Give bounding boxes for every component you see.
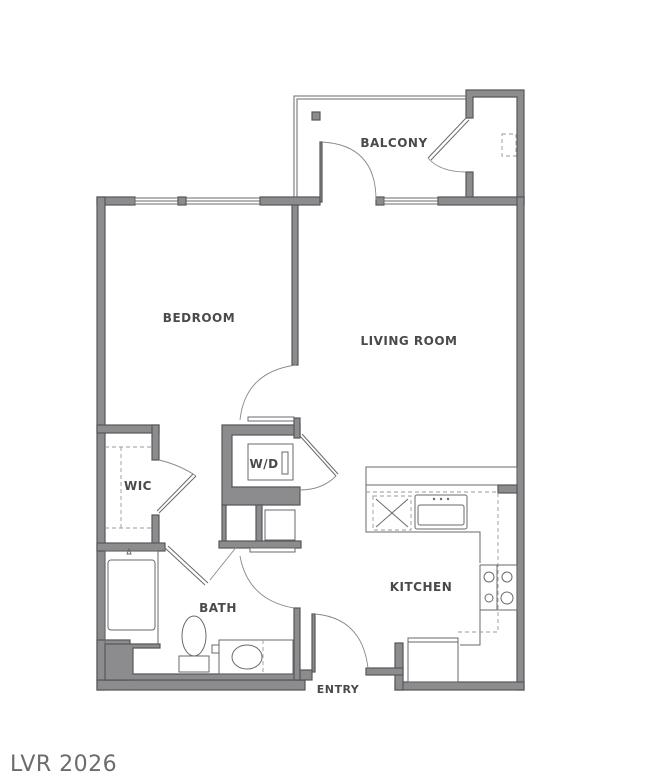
bedroom-door-swing — [239, 364, 297, 421]
label-balcony: BALCONY — [360, 136, 427, 150]
label-wd: W/D — [249, 457, 278, 471]
bathroom — [104, 544, 313, 681]
label-bedroom: BEDROOM — [163, 311, 235, 325]
label-living-room: LIVING ROOM — [360, 334, 457, 348]
dishwasher — [372, 495, 412, 531]
label-bath: BATH — [199, 601, 237, 615]
bedroom-wall — [291, 204, 299, 366]
entry-door — [311, 613, 369, 673]
balcony-storage — [427, 89, 525, 206]
label-wic: WIC — [124, 479, 152, 493]
kitchen-sink — [414, 494, 468, 530]
refrigerator — [407, 637, 459, 683]
sink — [231, 644, 263, 670]
bathtub — [107, 559, 156, 631]
toilet — [181, 615, 207, 657]
balcony-railing — [293, 95, 468, 200]
label-entry: ENTRY — [317, 683, 360, 696]
balcony-post — [311, 111, 321, 121]
range — [479, 564, 518, 611]
laundry-closet — [218, 417, 339, 553]
vanity — [218, 639, 294, 675]
balcony-door — [319, 141, 377, 203]
label-kitchen: KITCHEN — [390, 580, 453, 594]
watermark: LVR 2026 — [10, 752, 118, 777]
kitchen — [365, 466, 518, 683]
